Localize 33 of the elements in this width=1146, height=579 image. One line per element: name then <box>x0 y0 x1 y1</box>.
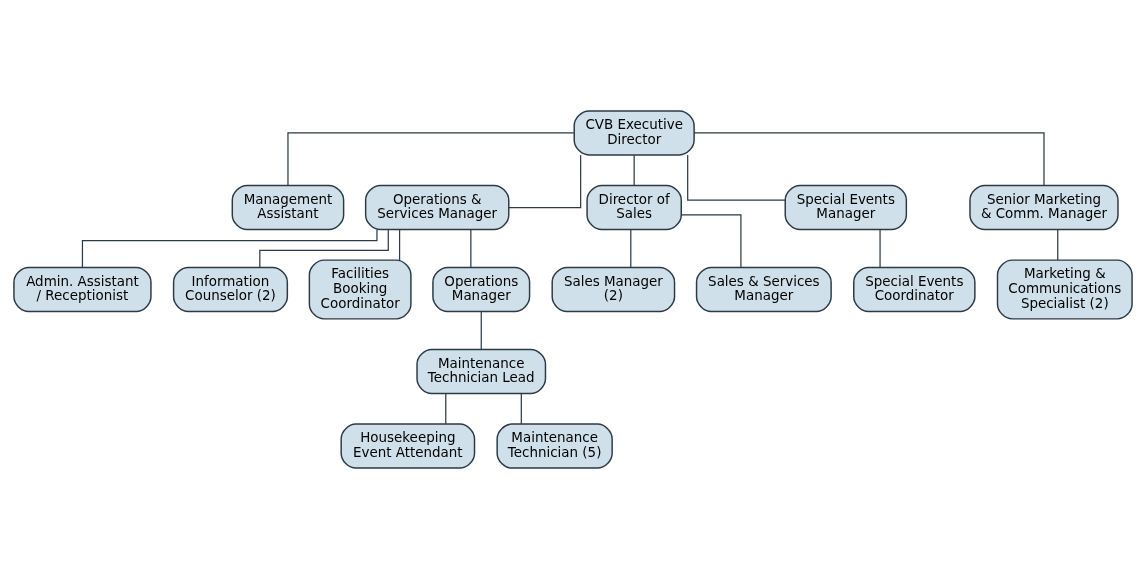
node-box: Marketing & Communications Specialist (2) <box>996 259 1133 320</box>
connector <box>287 132 575 186</box>
node-box: Management Assistant <box>231 184 345 231</box>
connector <box>630 229 632 268</box>
connector <box>445 393 447 425</box>
connector <box>693 132 1045 186</box>
node-box: Operations Manager <box>432 266 531 313</box>
connector <box>1057 229 1059 261</box>
node-box: Sales Manager (2) <box>551 266 676 313</box>
connector <box>398 229 401 261</box>
node-box: Special Events Manager <box>784 184 908 231</box>
node-box: Director of Sales <box>586 184 682 231</box>
node-box: CVB Executive Director <box>573 110 695 156</box>
connector <box>520 393 522 425</box>
connector <box>687 154 786 201</box>
connector <box>508 154 582 209</box>
node-box: Maintenance Technician (5) <box>496 423 613 469</box>
node-box: Facilities Booking Coordinator <box>308 259 412 320</box>
connector <box>879 229 881 268</box>
connector <box>470 229 472 268</box>
connector <box>680 214 742 268</box>
node-box: Special Events Coordinator <box>853 266 976 313</box>
connector <box>633 154 635 186</box>
node-box: Sales & Services Manager <box>695 266 832 313</box>
connector <box>81 229 378 268</box>
node-box: Operations & Services Manager <box>364 184 510 231</box>
node-box: Housekeeping Event Attendant <box>340 423 476 469</box>
connector <box>259 229 389 268</box>
node-box: Information Counselor (2) <box>172 266 289 313</box>
connector <box>480 311 482 350</box>
node-box: Maintenance Technician Lead <box>416 348 547 395</box>
node-box: Admin. Assistant / Receptionist <box>13 266 152 313</box>
node-box: Senior Marketing & Comm. Manager <box>969 184 1119 231</box>
